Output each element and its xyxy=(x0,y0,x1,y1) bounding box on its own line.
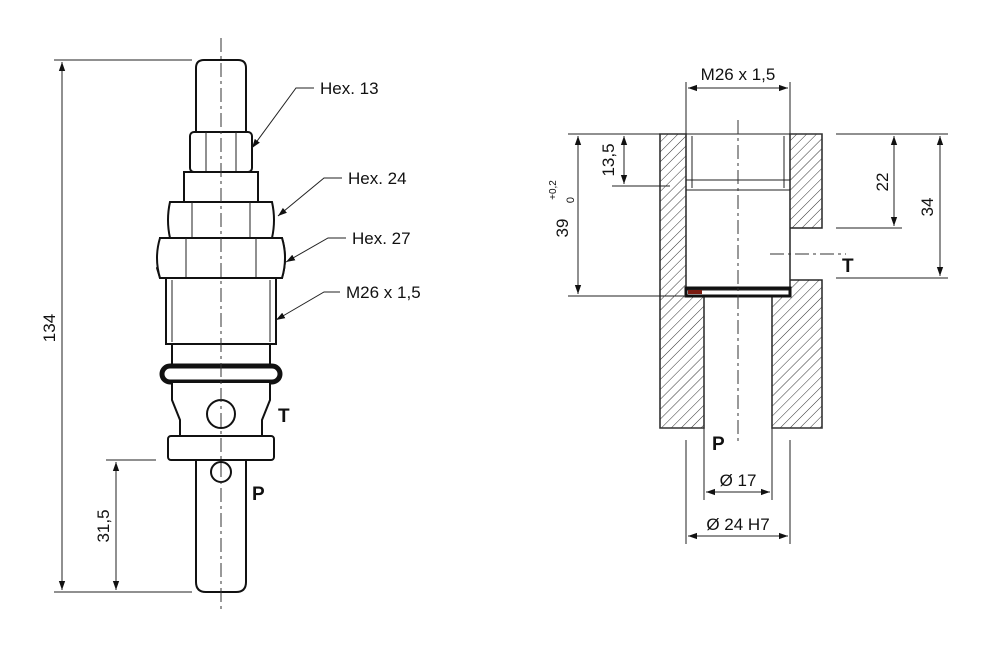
cavity-seal-mark xyxy=(688,290,702,294)
cavity-main-depth-value: 39 xyxy=(553,219,572,238)
cavity-thread-dimension xyxy=(685,82,791,134)
cavity-bottom-dimensions xyxy=(685,428,791,544)
cavity-depth-tol-lower: 0 xyxy=(565,197,577,203)
cavity-port-p-label: P xyxy=(712,434,725,455)
cavity-port-t xyxy=(790,227,822,281)
valve-overall-length-value: 134 xyxy=(40,314,59,342)
cavity-thread-label: M26 x 1,5 xyxy=(701,65,776,84)
cavity-depth-tol-upper: +0,2 xyxy=(548,180,559,200)
cavity-total-depth-value: 34 xyxy=(918,198,937,217)
valve-leaders xyxy=(251,87,346,321)
valve-overall-length-dimension xyxy=(54,59,192,593)
valve-p-length-dimension xyxy=(106,459,156,590)
cavity-section xyxy=(659,120,846,444)
valve-hex-27-label: Hex. 27 xyxy=(352,229,411,248)
cavity-t-depth-value: 22 xyxy=(873,173,892,192)
cavity-right-wall xyxy=(771,133,823,429)
cavity-thread-depth-value: 13,5 xyxy=(599,143,618,176)
valve-port-p-label: P xyxy=(252,484,265,505)
cavity-bore-main-label: Ø 24 H7 xyxy=(706,515,769,534)
valve-port-t-label: T xyxy=(278,406,290,427)
cavity-left-wall xyxy=(659,133,705,429)
cavity-left-dimensions xyxy=(568,133,686,297)
valve-thread-label: M26 x 1,5 xyxy=(346,283,421,302)
valve-cartridge xyxy=(156,38,286,610)
cavity-right-dimensions xyxy=(836,133,948,279)
cavity-port-t-label: T xyxy=(842,256,854,277)
cavity-bore-p-label: Ø 17 xyxy=(720,471,757,490)
valve-hex-13-label: Hex. 13 xyxy=(320,79,379,98)
valve-thread-body xyxy=(165,277,277,345)
valve-p-length-value: 31,5 xyxy=(94,509,113,542)
valve-hex-24-label: Hex. 24 xyxy=(348,169,407,188)
